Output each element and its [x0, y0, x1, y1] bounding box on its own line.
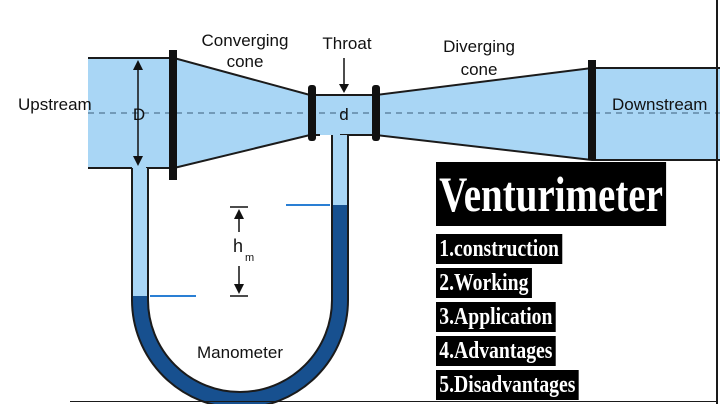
head-label: h — [233, 236, 243, 256]
topic-item-construction: 1.construction — [436, 234, 563, 264]
throat-flange-left — [308, 85, 316, 141]
pipe-top-wall — [88, 57, 720, 96]
topic-panel: Venturimeter 1.construction 2.Working 3.… — [436, 162, 716, 402]
throat-label: Throat — [322, 34, 371, 53]
throat-flange-right — [372, 85, 380, 141]
converging-cone-label-line2: cone — [227, 52, 264, 71]
inlet-flange — [169, 50, 177, 180]
manometer-inner-wall — [147, 135, 333, 393]
topic-item-disadvantages: 5.Disadvantages — [436, 370, 579, 400]
topic-item-working: 2.Working — [436, 268, 532, 298]
venturi-pipe-body — [88, 58, 720, 168]
frame-right-border — [716, 0, 718, 404]
manometer-fluid — [132, 205, 348, 404]
topic-item-advantages: 4.Advantages — [436, 336, 556, 366]
inlet-diameter-arrowhead-bottom — [133, 156, 143, 166]
panel-title: Venturimeter — [436, 162, 667, 226]
pipe-bottom-wall-right — [340, 134, 720, 161]
outlet-flange — [588, 60, 596, 160]
converging-cone-label-line1: Converging — [202, 31, 289, 50]
head-arrowhead-up — [234, 209, 244, 219]
throat-diameter-label: d — [339, 105, 348, 124]
diverging-cone-label-line1: Diverging — [443, 37, 515, 56]
topic-list: 1.construction 2.Working 3.Application 4… — [436, 234, 610, 404]
head-subscript-label: m — [245, 252, 254, 264]
diverging-cone-label-line2: cone — [461, 60, 498, 79]
topic-item-application: 3.Application — [436, 302, 556, 332]
manometer-outer-wall — [131, 135, 349, 404]
inlet-diameter-arrowhead-top — [133, 60, 143, 70]
upstream-label: Upstream — [18, 95, 92, 114]
manometer-label: Manometer — [197, 343, 283, 362]
throat-pointer-arrowhead — [339, 84, 349, 93]
inlet-diameter-label: D — [133, 105, 145, 124]
head-arrowhead-down — [234, 284, 244, 294]
downstream-label: Downstream — [612, 95, 707, 114]
frame-bottom-border — [70, 401, 716, 402]
